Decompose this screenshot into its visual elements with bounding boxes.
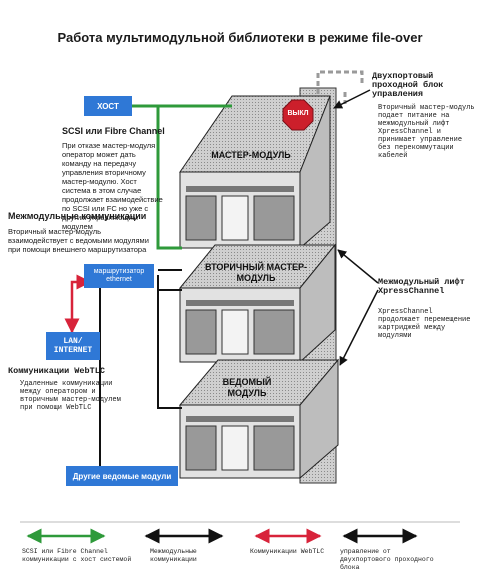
other-slaves-label: Другие ведомые модули bbox=[72, 471, 172, 481]
webtlc-red-lines bbox=[64, 274, 92, 334]
dual-port-heading: Двухпортовый проходной блок управления bbox=[372, 71, 444, 99]
master-module-label: МАСТЕР-МОДУЛЬ bbox=[211, 150, 291, 160]
lan-label: LAN/ INTERNET bbox=[53, 337, 93, 355]
intermodule-text: Вторичный мастер-модуль взаимодействует … bbox=[8, 227, 149, 254]
host-box: ХОСТ bbox=[84, 96, 132, 116]
webtlc-heading: Коммуникации WebTLC bbox=[8, 366, 105, 376]
secondary-master-module bbox=[178, 243, 337, 364]
legend-label-scsi: SCSI или Fibre Channel коммуникации с хо… bbox=[22, 548, 132, 563]
scsi-fc-text: При отказе мастер-модуля оператор может … bbox=[62, 141, 163, 231]
diagram-title: Работа мультимодульной библиотеки в режи… bbox=[57, 30, 423, 45]
webtlc-text: Удаленные коммуникации между оператором … bbox=[20, 380, 121, 412]
ethernet-router-box: маршрутизатор ethernet bbox=[84, 264, 154, 288]
slave-module-label: ВЕДОМЫЙ МОДУЛЬ bbox=[222, 377, 272, 398]
secondary-module-label: ВТОРИЧНЫЙ МАСТЕР-МОДУЛЬ bbox=[204, 262, 308, 283]
lift-heading: Межмодульный лифт XpressChannel bbox=[378, 277, 465, 296]
intermodule-heading: Межмодульные коммуникации bbox=[8, 211, 147, 221]
legend-label-dual-port: управление от двухпортового проходного б… bbox=[340, 548, 434, 571]
green-scsi-lines bbox=[132, 104, 232, 250]
intermodule-lines bbox=[99, 269, 182, 466]
off-label: ВЫКЛ bbox=[287, 110, 309, 117]
scsi-fc-heading: SCSI или Fibre Channel bbox=[62, 126, 165, 136]
annotation-arrows bbox=[333, 89, 379, 366]
lan-internet-box: LAN/ INTERNET bbox=[46, 332, 100, 360]
dual-port-text: Вторичный мастер-модуль подает питание н… bbox=[378, 104, 475, 160]
other-slaves-box: Другие ведомые модули bbox=[66, 466, 178, 486]
host-label: ХОСТ bbox=[97, 101, 119, 111]
router-label: маршрутизатор ethernet bbox=[93, 268, 145, 283]
legend-label-webtlc: Коммуникации WebTLC bbox=[250, 548, 325, 555]
off-stop-sign bbox=[282, 99, 314, 131]
lift-text: XpressChannel продолжает перемещение кар… bbox=[378, 308, 471, 340]
legend-label-intermodule: Межмодульные коммуникации bbox=[150, 548, 197, 563]
slave-module bbox=[178, 358, 340, 480]
